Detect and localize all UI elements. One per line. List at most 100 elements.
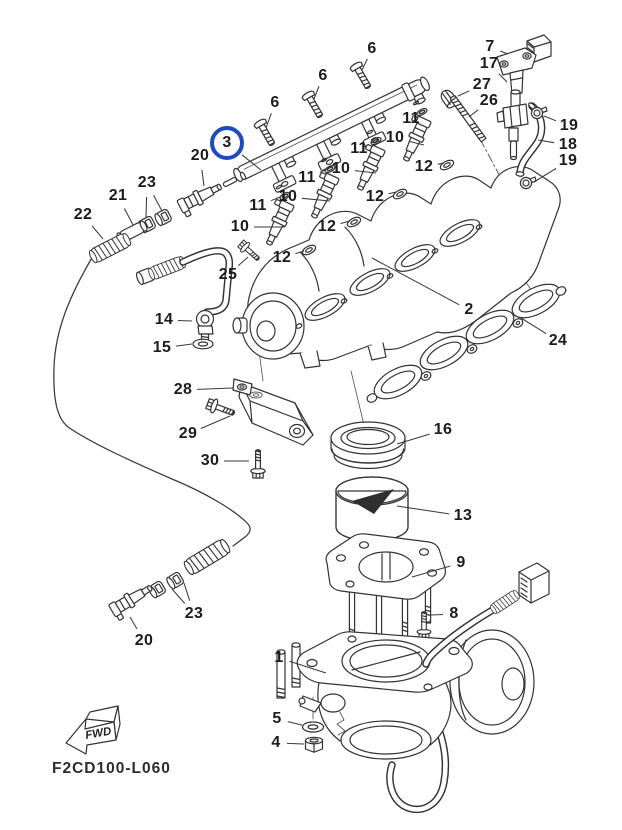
callout-20: 20 [134, 632, 154, 649]
fuel-rail [233, 76, 430, 193]
leader-line-28 [196, 387, 234, 390]
leader-line-11 [319, 169, 326, 173]
spacer-plate [325, 533, 447, 668]
leader-line-19 [543, 115, 557, 122]
callout-13: 13 [453, 507, 473, 524]
leader-line-23 [153, 195, 163, 212]
leader-line-18 [537, 139, 555, 144]
seal-ring [330, 421, 406, 470]
callout-11: 11 [249, 197, 267, 214]
callout-5: 5 [272, 710, 282, 727]
leader-line-10 [408, 140, 425, 146]
leader-line-5 [287, 721, 303, 726]
callout-24: 24 [548, 332, 568, 349]
leader-line-9 [411, 565, 451, 578]
wire-connector [518, 562, 550, 604]
callout-12: 12 [272, 249, 292, 266]
leader-line-10 [301, 197, 331, 202]
fuel-joint-upper [175, 171, 247, 219]
callout-25: 25 [218, 266, 238, 283]
leader-line-23 [171, 588, 186, 604]
callout-15: 15 [152, 339, 172, 356]
callout-17: 17 [479, 55, 499, 72]
bracket [232, 378, 314, 446]
leader-line-24 [520, 317, 547, 335]
manifold-gasket [366, 283, 567, 403]
callout-10: 10 [278, 188, 298, 205]
leader-line-1 [289, 660, 327, 674]
leader-line-12 [295, 250, 305, 255]
fwd-arrow: FWD [65, 705, 121, 755]
callout-27: 27 [472, 76, 492, 93]
leader-line-2 [371, 257, 460, 306]
callout-21: 21 [108, 187, 128, 204]
callout-10: 10 [230, 218, 250, 235]
leader-line-11 [270, 196, 281, 202]
leader-line-23 [145, 196, 148, 218]
leader-line-8 [430, 613, 444, 616]
callout-16: 16 [433, 421, 453, 438]
leader-line-11 [418, 110, 423, 114]
leader-line-29 [200, 415, 231, 429]
strainer-screen [335, 476, 409, 542]
callout-23: 23 [137, 174, 157, 191]
leader-line-27 [457, 90, 470, 97]
callout-19: 19 [558, 152, 578, 169]
leader-line-7 [500, 50, 509, 55]
callout-28: 28 [173, 381, 193, 398]
callout-29: 29 [178, 425, 198, 442]
leader-line-6 [361, 58, 368, 71]
leader-line-12 [340, 220, 351, 225]
leader-line-4 [286, 742, 305, 745]
control-cable [53, 255, 251, 547]
throttle-nut [304, 736, 324, 753]
callout-18: 18 [558, 136, 578, 153]
leader-line-6 [265, 113, 272, 129]
callout-11: 11 [298, 169, 316, 186]
callout-22: 22 [73, 206, 93, 223]
leader-line-12 [388, 191, 397, 195]
leader-line-17 [498, 73, 508, 83]
pressure-regulator [496, 89, 529, 161]
throttle-body [276, 629, 535, 814]
sensor-wire [422, 588, 522, 668]
callout-12: 12 [365, 188, 385, 205]
callout-26: 26 [479, 92, 499, 109]
callout-2: 2 [464, 301, 474, 318]
callout-10: 10 [385, 129, 405, 146]
stud-bolt [449, 95, 487, 143]
callout-9: 9 [456, 554, 466, 571]
callout-6: 6 [367, 40, 377, 57]
leader-line-3 [241, 154, 262, 171]
leader-line-21 [123, 208, 134, 226]
callout-6: 6 [318, 67, 328, 84]
callout-3-highlighted: 3 [210, 126, 244, 160]
callout-23: 23 [184, 605, 204, 622]
callout-4: 4 [271, 734, 281, 751]
leader-line-14 [177, 319, 193, 322]
callout-1: 1 [274, 649, 284, 666]
leader-line-16 [396, 433, 430, 445]
leader-line-19 [533, 167, 557, 183]
leader-line-6 [313, 86, 320, 100]
diagram-code: F2CD100-L060 [52, 760, 171, 777]
fwd-label: FWD [84, 726, 112, 742]
injector-orings [275, 100, 429, 202]
leader-line-26 [468, 109, 479, 118]
callout-7: 7 [485, 38, 495, 55]
leader-line-25 [238, 256, 249, 266]
leader-line-12 [437, 162, 445, 165]
fuel-pipe-assembly [135, 247, 234, 345]
leader-line-10 [354, 170, 377, 174]
intake-manifold [232, 166, 561, 369]
pressure-sensor [496, 34, 552, 95]
callout-11: 11 [350, 140, 368, 157]
callout-10: 10 [331, 160, 351, 177]
leader-line-20 [201, 169, 205, 187]
callout-12: 12 [414, 158, 434, 175]
callout-14: 14 [154, 311, 174, 328]
leader-line-22 [91, 225, 104, 240]
